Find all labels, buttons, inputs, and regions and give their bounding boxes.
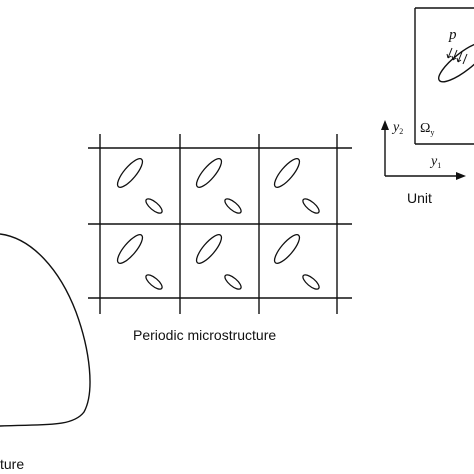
y1-arrowhead <box>456 172 466 180</box>
y2-axis-label: y2 <box>393 121 403 136</box>
unit-cell <box>414 7 474 145</box>
inclusion-small <box>145 198 163 214</box>
inclusion-large <box>116 234 144 264</box>
unit-cell-label: Unit <box>407 190 432 206</box>
y2-base: y <box>393 120 400 135</box>
inclusion-large <box>195 234 223 264</box>
pressure-label: p <box>449 27 457 43</box>
coordinate-axes <box>381 120 466 180</box>
inclusion-large <box>116 158 144 188</box>
inclusion-small <box>302 198 320 214</box>
periodic-microstructure-label: Periodic microstructure <box>133 327 277 343</box>
inclusion-small <box>302 274 320 290</box>
y2-arrowhead <box>381 120 389 130</box>
inclusion-small <box>145 274 163 290</box>
macro-structure-outline <box>0 233 91 427</box>
y1-subscript: 1 <box>437 161 442 170</box>
unit-cell-inclusion <box>438 41 474 83</box>
inclusion-large <box>195 158 223 188</box>
inclusion-small <box>224 274 242 290</box>
omega-base: Ω <box>420 121 431 136</box>
y2-subscript: 2 <box>399 127 404 136</box>
y1-base: y <box>431 154 438 169</box>
inclusion-small <box>224 198 242 214</box>
pressure-arrows <box>446 47 468 65</box>
macro-structure-label: ture <box>0 456 25 472</box>
inclusions <box>116 158 320 290</box>
inclusion-large <box>273 158 301 188</box>
inclusion-large <box>273 234 301 264</box>
omega-subscript: y <box>430 128 435 137</box>
periodic-grid <box>88 134 352 314</box>
omega-label: Ωy <box>420 122 434 137</box>
y1-axis-label: y1 <box>431 155 441 170</box>
